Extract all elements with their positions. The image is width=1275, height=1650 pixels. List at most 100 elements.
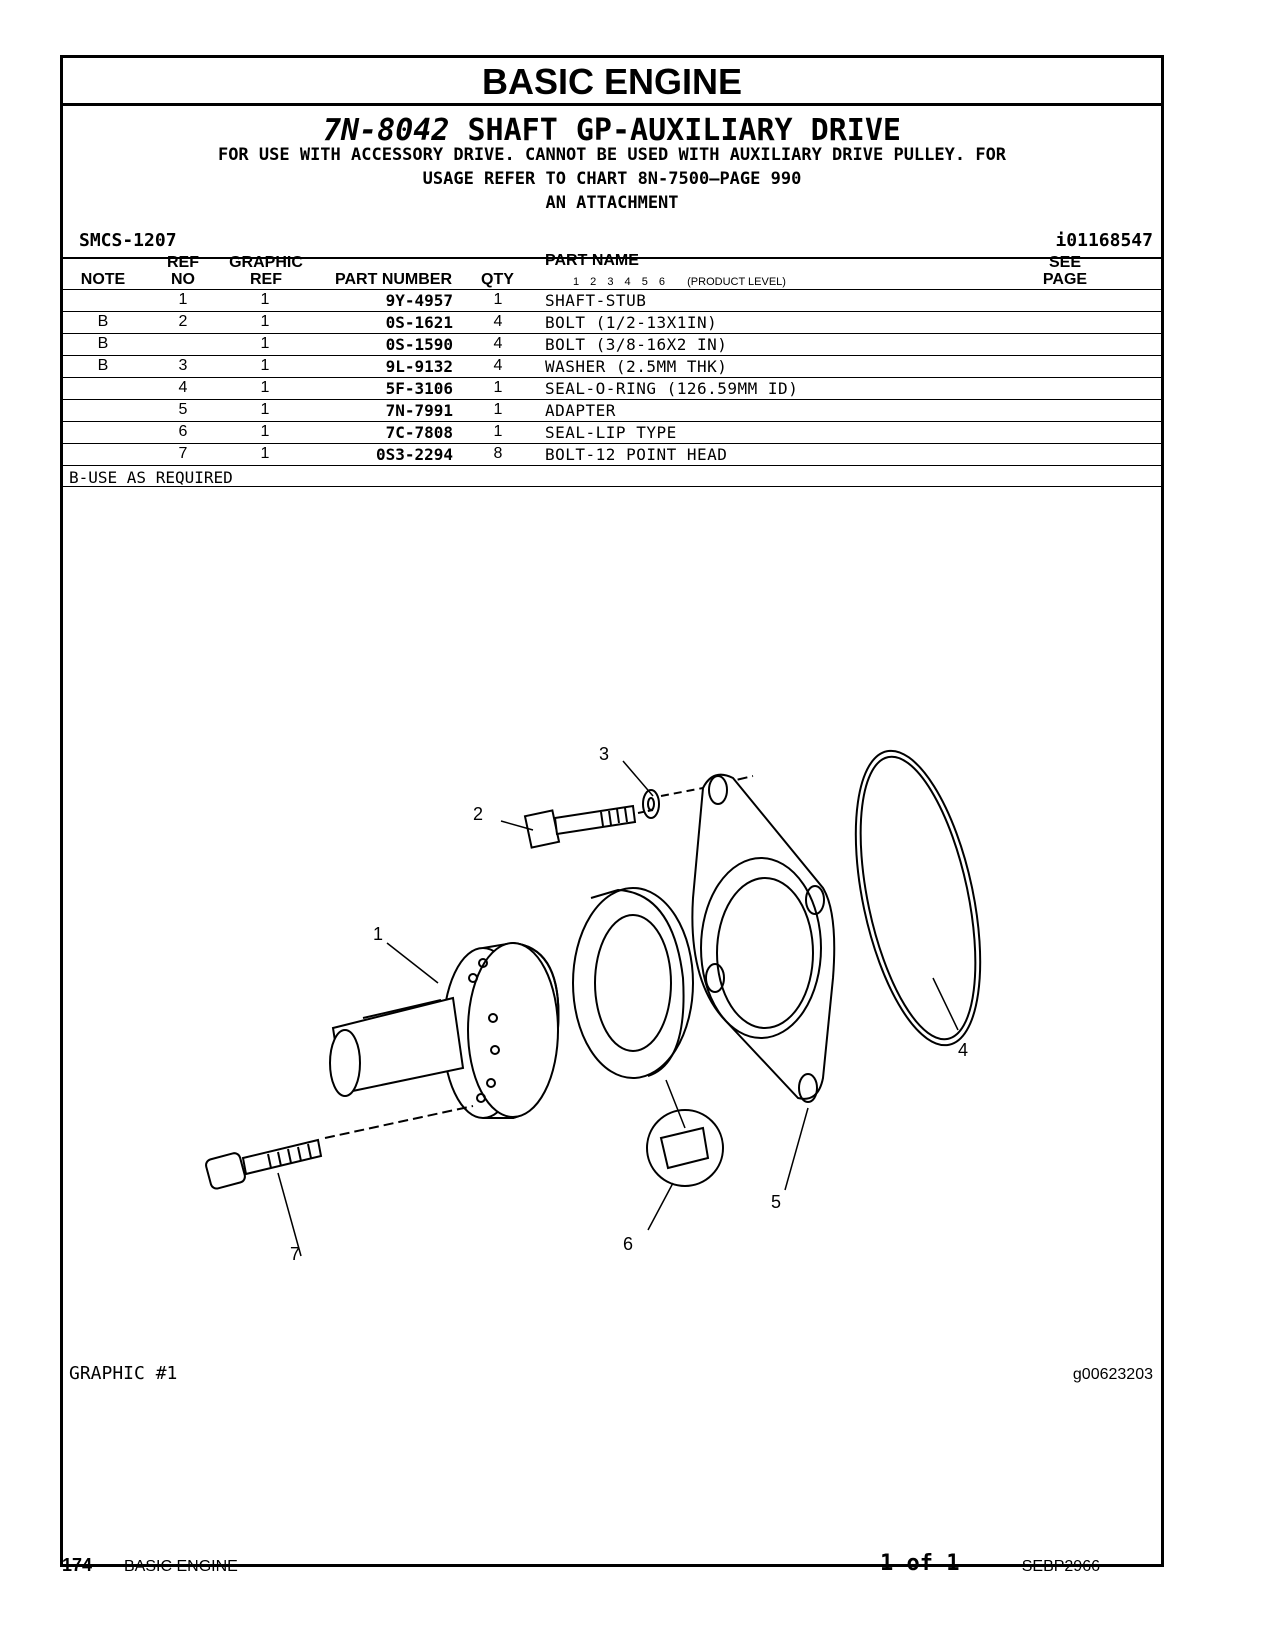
cell-qty: 1 <box>493 401 503 418</box>
cell-part-name: BOLT-12 POINT HEAD <box>545 445 728 464</box>
cell-graphic-ref: 1 <box>260 445 270 462</box>
cell-qty: 4 <box>493 357 503 374</box>
header-product-levels: 1 2 3 4 5 6 (PRODUCT LEVEL) <box>573 276 786 288</box>
header-graphic-top: GRAPHIC <box>229 254 303 271</box>
cell-qty: 1 <box>493 291 503 308</box>
row-rule <box>63 333 1161 334</box>
cell-part-name: WASHER (2.5MM THK) <box>545 357 728 376</box>
cell-qty: 4 <box>493 313 503 330</box>
cell-ref: 5 <box>178 401 188 418</box>
group-description-line1: FOR USE WITH ACCESSORY DRIVE. CANNOT BE … <box>217 145 1007 165</box>
cell-part-name: SEAL-O-RING (126.59MM ID) <box>545 379 799 398</box>
cell-graphic-ref: 1 <box>260 423 270 440</box>
document-id: SEBP2966 <box>1021 1558 1100 1575</box>
page-of: 1 of 1 <box>880 1551 960 1576</box>
group-description-line2: USAGE REFER TO CHART 8N-7500—PAGE 990 <box>422 169 802 189</box>
row-rule <box>63 377 1161 378</box>
cell-note: B <box>97 313 109 330</box>
row-rule <box>63 399 1161 400</box>
table-row: B 1 0S-1590 4 BOLT (3/8-16X2 IN) <box>63 333 1161 355</box>
cell-graphic-ref: 1 <box>260 357 270 374</box>
table-row: 5 1 7N-7991 1 ADAPTER <box>63 399 1161 421</box>
cell-part-name: SEAL-LIP TYPE <box>545 423 677 442</box>
graphic-label: GRAPHIC #1 <box>69 1363 178 1384</box>
group-part-number: 7N-8042 <box>323 113 450 148</box>
header-ref-top: REF <box>167 254 199 271</box>
exploded-view-drawing: 1 2 3 4 5 6 7 <box>205 744 982 1264</box>
group-name: SHAFT GP-AUXILIARY DRIVE <box>467 113 901 148</box>
section-title: BASIC ENGINE <box>63 58 1161 106</box>
cell-graphic-ref: 1 <box>260 291 270 308</box>
cell-part-name: BOLT (1/2-13X1IN) <box>545 313 718 332</box>
cell-qty: 1 <box>493 379 503 396</box>
document-ident: i01168547 <box>1055 230 1153 251</box>
cell-ref: 3 <box>178 357 188 374</box>
callout-leaders <box>277 760 959 1257</box>
cell-qty: 4 <box>493 335 503 352</box>
smcs-code: SMCS-1207 <box>79 230 177 251</box>
header-graphic-bottom: REF <box>250 271 282 288</box>
cell-note: B <box>97 357 109 374</box>
cell-note: B <box>97 335 109 352</box>
cell-graphic-ref: 1 <box>260 335 270 352</box>
callout-5: 5 <box>771 1192 781 1212</box>
callout-4: 4 <box>958 1040 968 1060</box>
part-o-ring <box>854 749 982 1047</box>
part-shaft-stub <box>329 941 560 1119</box>
cell-part-name: SHAFT-STUB <box>545 291 647 310</box>
cell-ref: 7 <box>178 445 188 462</box>
part-bolt <box>523 804 654 849</box>
cell-part-number: 7C-7808 <box>385 423 453 442</box>
group-description-line3: AN ATTACHMENT <box>545 193 679 213</box>
table-row: 7 1 0S3-2294 8 BOLT-12 POINT HEAD <box>63 443 1161 465</box>
header-note: NOTE <box>80 271 126 288</box>
footnote-rule <box>63 486 1161 487</box>
header-see-top: SEE <box>1048 254 1081 271</box>
table-row: 6 1 7C-7808 1 SEAL-LIP TYPE <box>63 421 1161 443</box>
part-12-point-bolt <box>205 1105 474 1190</box>
cell-ref: 1 <box>178 291 188 308</box>
cell-graphic-ref: 1 <box>260 313 270 330</box>
callout-2: 2 <box>473 804 483 824</box>
table-footnote: B-USE AS REQUIRED <box>69 468 233 487</box>
cell-ref: 6 <box>178 423 188 440</box>
cell-part-number: 0S3-2294 <box>375 445 453 464</box>
cell-graphic-ref: 1 <box>260 379 270 396</box>
header-part-number: PART NUMBER <box>335 271 453 288</box>
cell-ref: 4 <box>178 379 188 396</box>
cell-graphic-ref: 1 <box>260 401 270 418</box>
cell-part-number: 0S-1590 <box>385 335 453 354</box>
cell-part-number: 5F-3106 <box>385 379 453 398</box>
cell-qty: 1 <box>493 423 503 440</box>
row-rule <box>63 465 1161 466</box>
header-qty: QTY <box>481 271 514 288</box>
callout-6: 6 <box>623 1234 633 1254</box>
page-number: 174 <box>62 1555 93 1575</box>
cell-qty: 8 <box>493 445 503 462</box>
table-top-rule <box>63 257 1161 259</box>
table-row: B 3 1 9L-9132 4 WASHER (2.5MM THK) <box>63 355 1161 377</box>
cell-ref: 2 <box>178 313 188 330</box>
cell-part-name: BOLT (3/8-16X2 IN) <box>545 335 728 354</box>
row-rule <box>63 421 1161 422</box>
callout-3: 3 <box>599 744 609 764</box>
cell-part-number: 0S-1621 <box>385 313 453 332</box>
part-adapter <box>691 773 836 1103</box>
footer-section: BASIC ENGINE <box>124 1558 238 1575</box>
row-rule <box>63 355 1161 356</box>
table-row: B 2 1 0S-1621 4 BOLT (1/2-13X1IN) <box>63 311 1161 333</box>
header-part-name: PART NAME <box>545 252 639 269</box>
cell-part-name: ADAPTER <box>545 401 616 420</box>
page-frame: BASIC ENGINE 7N-8042 SHAFT GP-AUXILIARY … <box>60 55 1164 1567</box>
header-see-bottom: PAGE <box>1042 271 1088 288</box>
table-row: 4 1 5F-3106 1 SEAL-O-RING (126.59MM ID) <box>63 377 1161 399</box>
cell-part-number: 9Y-4957 <box>385 291 453 310</box>
header-ref-bottom: NO <box>171 271 195 288</box>
callout-1: 1 <box>373 924 383 944</box>
cell-part-number: 9L-9132 <box>385 357 453 376</box>
row-rule <box>63 311 1161 312</box>
part-lip-seal <box>572 887 724 1187</box>
group-title: 7N-8042 SHAFT GP-AUXILIARY DRIVE <box>63 113 1161 148</box>
table-row: 1 1 9Y-4957 1 SHAFT-STUB <box>63 289 1161 311</box>
cell-part-number: 7N-7991 <box>385 401 453 420</box>
